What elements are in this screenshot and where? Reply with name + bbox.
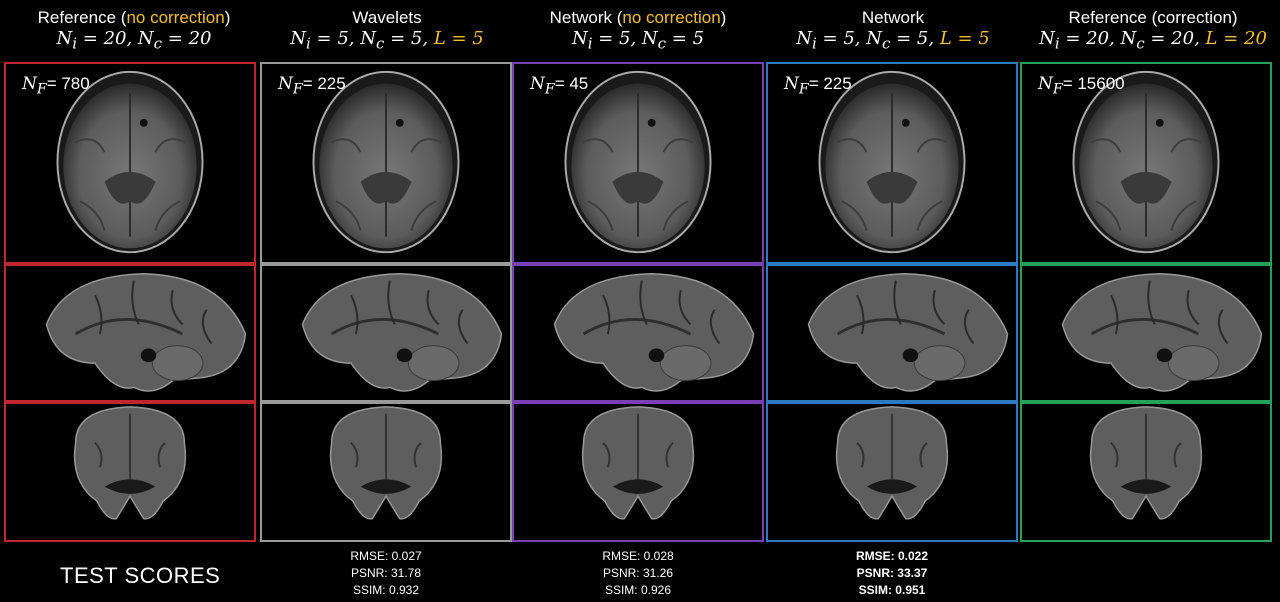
score-psnr: PSNR: 33.37 [856,566,928,580]
params-highlight: L = 5 [433,28,484,49]
image-column: NF= 225 [766,62,1018,542]
column-header: Reference (no correction)Ni = 20, Nc = 2… [6,0,262,55]
column-header: Reference (correction)Ni = 20, Nc = 20, … [1025,0,1280,55]
axial-brain-image [56,70,204,254]
nf-value: = 225 [808,74,852,93]
nf-value: = 45 [554,74,589,93]
column-title-highlight: no correction [622,8,721,27]
params-text: Ni = 20, Nc = 20, [1039,28,1206,53]
image-column: NF= 225 [260,62,512,542]
nf-label: NF= 15600 [1038,74,1125,97]
image-cell [766,264,1018,402]
image-cell [1020,402,1272,542]
params-text: Ni = 5, Nc = 5, [796,28,940,53]
test-scores-label: TEST SCORES [60,563,221,588]
nf-symbol: NF [278,74,303,98]
score-psnr: PSNR: 31.78 [350,566,422,580]
column-header: Network (no correction)Ni = 5, Nc = 5 [510,0,766,55]
column-title-text: Reference ( [37,8,127,27]
image-column: NF= 15600 [1020,62,1272,542]
nf-label: NF= 780 [22,74,90,97]
axial-brain-image [564,70,712,254]
axial-brain-image [312,70,460,254]
column-title-text: Wavelets [352,8,422,27]
nf-value: = 225 [302,74,346,93]
sagittal-brain-image [1061,273,1263,392]
column-title: Reference (correction) [1025,8,1280,28]
coronal-brain-image [1089,406,1203,520]
nf-symbol: NF [1038,74,1063,98]
column-title: Reference (no correction) [6,8,262,28]
image-cell [512,264,764,402]
column-title-suffix: ) [224,8,231,27]
params-text: Ni = 20, Nc = 20 [56,28,212,53]
image-cell: NF= 15600 [1020,62,1272,264]
column-title-suffix: ) [720,8,727,27]
image-cell [512,402,764,542]
column-params: Ni = 20, Nc = 20, L = 20 [1025,28,1280,55]
score-psnr: PSNR: 31.26 [602,566,674,580]
nf-label: NF= 225 [784,74,852,97]
column-title: Network (no correction) [510,8,766,28]
nf-value: = 780 [46,74,90,93]
column-params: Ni = 5, Nc = 5, L = 5 [259,28,515,55]
coronal-brain-image [835,406,949,520]
score-ssim: SSIM: 0.926 [604,583,672,597]
image-cell [4,402,256,542]
sagittal-brain-image [553,273,755,392]
score-ssim: SSIM: 0.932 [352,583,420,597]
coronal-brain-image [329,406,443,520]
image-cell [260,402,512,542]
coronal-brain-image [581,406,695,520]
score-rmse: RMSE: 0.028 [602,549,674,563]
column-title-text: Reference (correction) [1068,8,1238,27]
nf-label: NF= 45 [530,74,588,97]
column-params: Ni = 5, Nc = 5, L = 5 [765,28,1021,55]
nf-symbol: NF [530,74,555,98]
nf-symbol: NF [784,74,809,98]
sagittal-brain-image [301,273,503,392]
image-cell [766,402,1018,542]
score-ssim: SSIM: 0.951 [858,583,926,597]
column-title-text: Network ( [549,8,623,27]
image-column: NF= 780 [4,62,256,542]
image-cell [1020,264,1272,402]
params-text: Ni = 5, Nc = 5 [571,28,705,53]
score-rmse: RMSE: 0.027 [350,549,422,563]
nf-label: NF= 225 [278,74,346,97]
column-title-highlight: no correction [126,8,225,27]
image-cell: NF= 225 [766,62,1018,264]
params-highlight: L = 5 [939,28,990,49]
image-cell: NF= 780 [4,62,256,264]
nf-symbol: NF [22,74,47,98]
nf-value: = 15600 [1062,74,1125,93]
column-params: Ni = 20, Nc = 20 [6,28,262,55]
image-cell [4,264,256,402]
column-title: Network [765,8,1021,28]
axial-brain-image [818,70,966,254]
image-column: NF= 45 [512,62,764,542]
image-cell: NF= 45 [512,62,764,264]
column-params: Ni = 5, Nc = 5 [510,28,766,55]
coronal-brain-image [73,406,187,520]
score-rmse: RMSE: 0.022 [855,549,929,563]
params-highlight: L = 20 [1205,28,1267,49]
sagittal-brain-image [807,273,1009,392]
image-cell: NF= 225 [260,62,512,264]
axial-brain-image [1072,70,1220,254]
column-title-text: Network [861,8,925,27]
column-title: Wavelets [259,8,515,28]
image-cell [260,264,512,402]
params-text: Ni = 5, Nc = 5, [290,28,434,53]
sagittal-brain-image [45,273,247,392]
